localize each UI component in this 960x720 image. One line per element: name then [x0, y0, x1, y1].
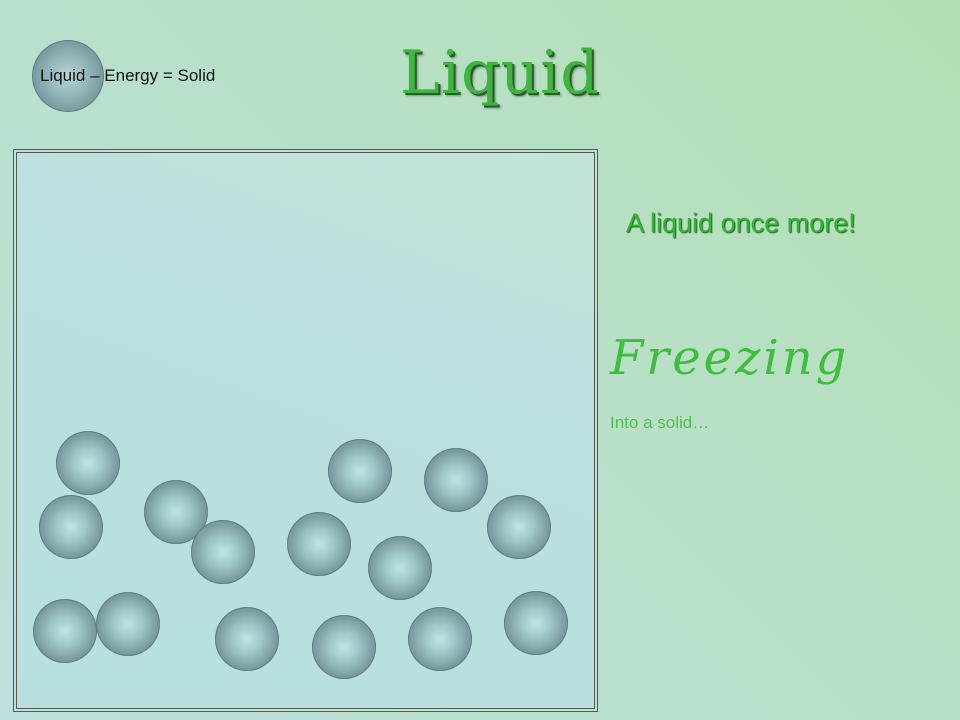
phase-name: Freezing [610, 330, 850, 386]
particle [287, 512, 351, 576]
particle [368, 536, 432, 600]
particle [312, 615, 376, 679]
particle [39, 495, 103, 559]
particle [33, 599, 97, 663]
particle [328, 439, 392, 503]
particle [215, 607, 279, 671]
particle [96, 592, 160, 656]
particle [191, 520, 255, 584]
particle [56, 431, 120, 495]
particle [408, 607, 472, 671]
equation-label: Liquid – Energy = Solid [40, 66, 216, 85]
legend-particle [32, 40, 104, 112]
particle [504, 591, 568, 655]
particle [424, 448, 488, 512]
particle [487, 495, 551, 559]
caption-text: A liquid once more! [626, 208, 856, 238]
slide-title: Liquid [400, 38, 600, 108]
phase-subtitle: Into a solid… [610, 413, 710, 432]
particle-container [13, 149, 598, 712]
